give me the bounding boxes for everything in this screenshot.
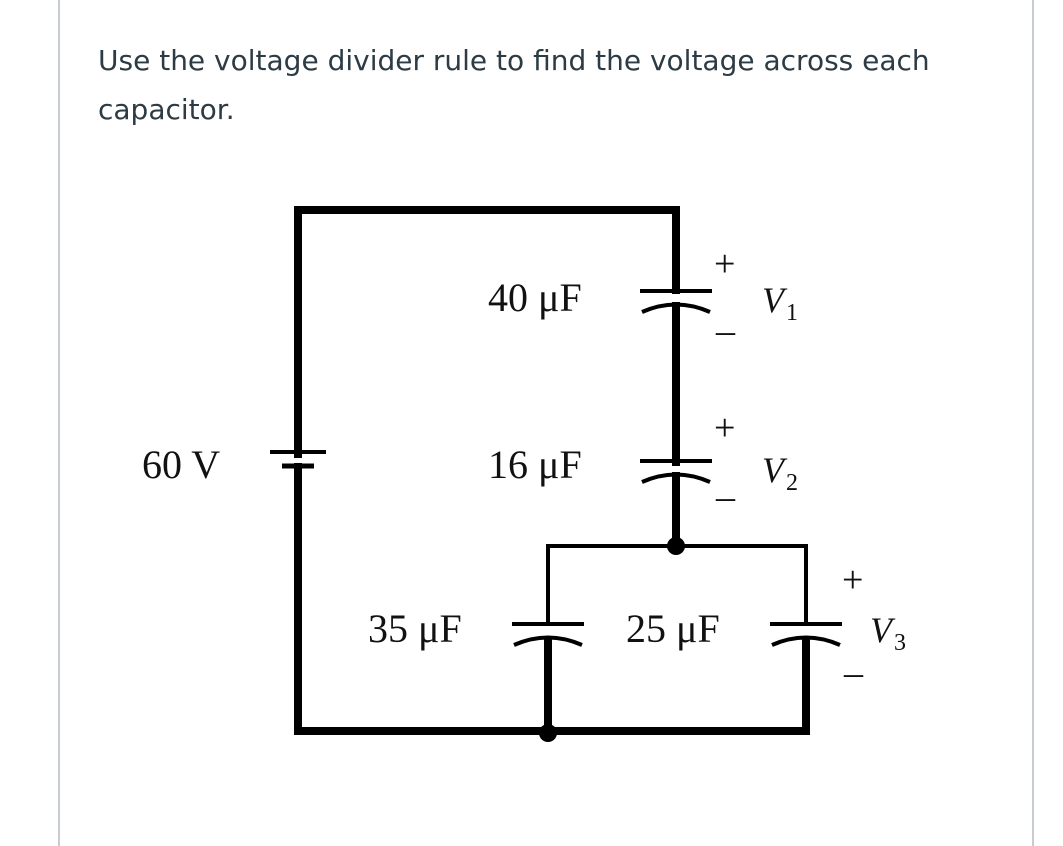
battery-symbol [270,450,326,469]
capacitor-40uf-label: 40 μF [488,275,582,320]
capacitor-25uf-symbol [770,622,842,647]
v2-minus-sign: _ [715,463,736,505]
capacitor-40uf-symbol [640,289,712,314]
capacitor-16uf-label: 16 μF [488,442,582,487]
question-text: Use the voltage divider rule to find the… [98,44,930,126]
v3-label: V3 [870,610,906,656]
v3-minus-sign: _ [843,639,864,681]
capacitor-16uf-symbol [640,459,712,484]
v1-minus-sign: _ [715,297,736,339]
v2-plus-sign: + [714,407,735,449]
capacitor-25uf-label: 25 μF [626,606,720,651]
wire-left-lower [294,463,552,735]
source-voltage-label: 60 V [142,442,220,487]
v3-plus-sign: + [842,559,863,601]
capacitor-35uf-symbol [512,622,584,647]
wire-bottom-right [544,636,810,735]
circuit-wires [294,206,810,735]
v2-label: V2 [762,450,798,496]
v1-plus-sign: + [714,243,735,285]
wire-top [294,206,680,294]
junction-node-top [667,537,685,555]
capacitor-35uf-label: 35 μF [368,606,462,651]
v1-label: V1 [762,280,798,326]
junction-node-bottom [539,724,557,742]
